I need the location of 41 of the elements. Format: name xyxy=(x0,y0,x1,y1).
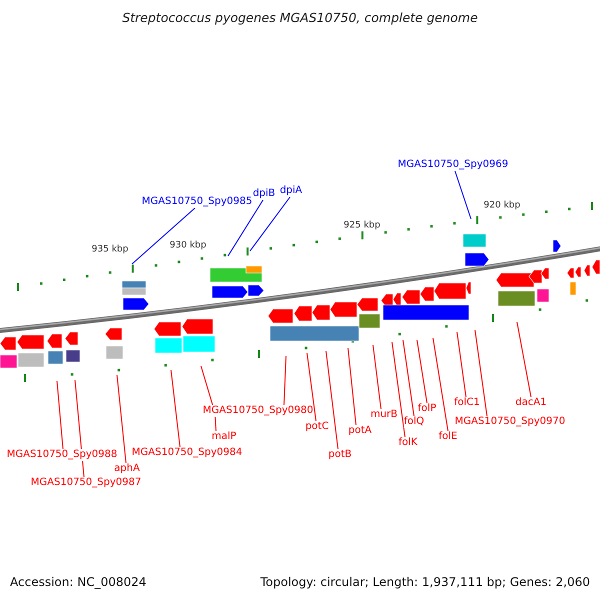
leader-line xyxy=(56,380,64,450)
leader-line xyxy=(228,200,264,256)
scale-label: 920 kbp xyxy=(484,199,520,212)
leader-line xyxy=(116,374,126,464)
leader-line xyxy=(432,338,448,432)
leader-line xyxy=(454,170,472,220)
leader-line xyxy=(74,380,84,478)
diagram-title: Streptococcus pyogenes MGAS10750, complete genome xyxy=(121,9,479,27)
leader-line xyxy=(456,332,466,398)
leader-line xyxy=(326,350,338,450)
gene-label: MGAS10750_Spy0980 xyxy=(202,405,314,417)
leader-line xyxy=(250,196,290,252)
leader-line xyxy=(402,340,414,416)
leader-line xyxy=(132,208,196,264)
footer-text: Topology: circular; Length: 1,937,111 bp; Genes: 2,060 xyxy=(260,574,590,591)
leader-line xyxy=(372,344,382,410)
gene-label: dpiA xyxy=(280,185,302,197)
gene-label: potB xyxy=(328,449,352,461)
scale-label: 925 kbp xyxy=(344,219,380,232)
gene-label: MGAS10750_Spy0988 xyxy=(6,449,118,461)
footer-text: Accession: NC_008024 xyxy=(10,574,146,591)
gene-label: MGAS10750_Spy0970 xyxy=(454,416,566,428)
gene-label: dpiB xyxy=(252,188,276,200)
leader-line xyxy=(392,342,406,438)
gene-label: aphA xyxy=(114,463,140,475)
gene-label: MGAS10750_Spy0984 xyxy=(132,447,242,459)
scale-label: 930 kbp xyxy=(170,239,206,252)
scale-label: 935 kbp xyxy=(92,243,128,256)
leader-line xyxy=(170,370,180,448)
gene-label: MGAS10750_Spy0985 xyxy=(142,196,252,208)
leader-line xyxy=(416,340,428,404)
gene-label: MGAS10750_Spy0969 xyxy=(398,159,508,171)
leader-line xyxy=(474,330,488,416)
gene-label: potA xyxy=(348,425,372,437)
leader-line xyxy=(516,322,532,398)
leader-line xyxy=(306,352,316,422)
leader-line xyxy=(348,348,356,426)
gene-label: folQ xyxy=(404,416,424,428)
gene-label: potC xyxy=(305,421,329,433)
gene-label: MGAS10750_Spy0987 xyxy=(30,477,142,489)
leader-line xyxy=(284,356,286,406)
